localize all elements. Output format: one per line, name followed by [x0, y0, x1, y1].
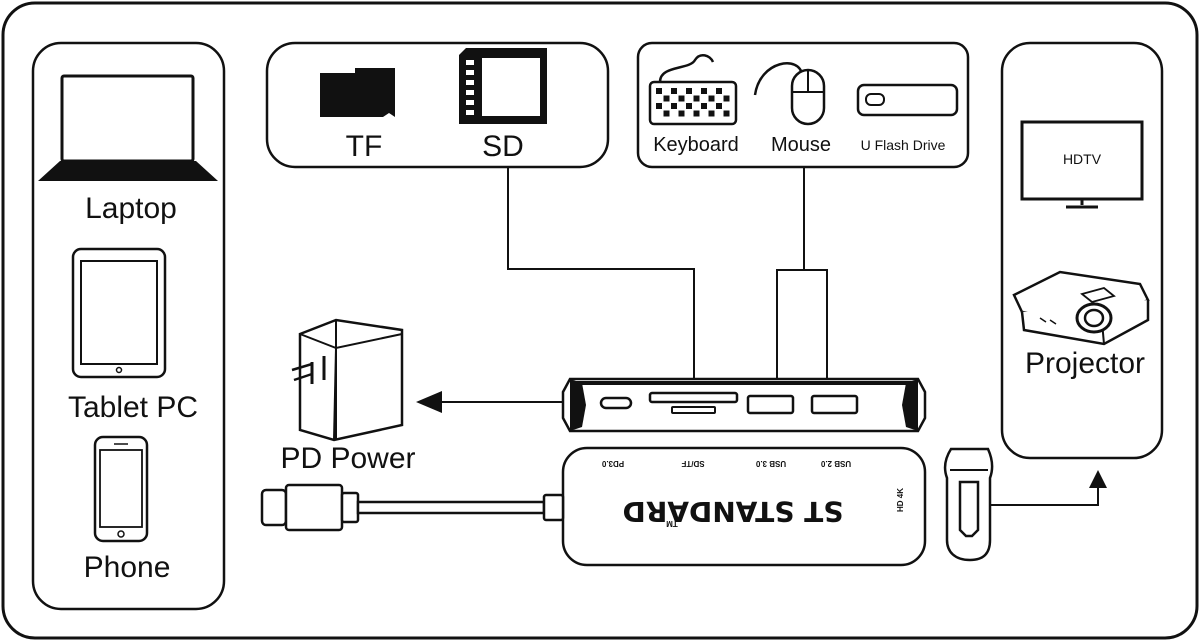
- phone-icon: [93, 435, 149, 543]
- keyboard-icon: [648, 54, 738, 126]
- brand-tm: TM: [666, 519, 678, 528]
- tf-card-icon: [320, 68, 395, 117]
- display-devices-panel: [1000, 41, 1164, 460]
- sd-slot: [648, 391, 739, 404]
- connection-lines: [507, 167, 1099, 506]
- projector-label: Projector: [1025, 347, 1145, 380]
- memory-card-panel: [265, 41, 610, 169]
- flash-drive-label: U Flash Drive: [861, 137, 946, 153]
- hdmi-label: HD 4K: [896, 488, 905, 512]
- mouse-icon: [753, 62, 826, 126]
- pd-power-label: PD Power: [280, 442, 415, 475]
- laptop-icon: [38, 74, 218, 181]
- hdmi-cable: [943, 447, 994, 562]
- port-label-usb3: USB 3.0: [755, 459, 786, 468]
- port-label-pd: PD3.0: [601, 459, 624, 468]
- usb3-port: [746, 394, 795, 415]
- flash-drive-icon: [856, 83, 959, 117]
- tablet-label: Tablet PC: [68, 391, 198, 424]
- brand-logo: ST STANDARD: [623, 495, 844, 528]
- port-label-sdtf: SD/TF: [681, 459, 704, 468]
- tablet-icon: [71, 247, 167, 379]
- sd-label: SD: [482, 130, 524, 163]
- mouse-label: Mouse: [771, 134, 831, 156]
- tf-slot: [671, 406, 716, 414]
- power-adapter-icon: [291, 318, 404, 442]
- usb2-port: [810, 394, 859, 415]
- laptop-label: Laptop: [85, 192, 177, 225]
- hdtv-icon: [1020, 120, 1144, 209]
- display-output-arrow: [1089, 470, 1107, 488]
- port-label-usb2: USB 2.0: [820, 459, 851, 468]
- pd-port: [599, 396, 633, 410]
- projector-icon: [1012, 270, 1150, 346]
- sd-card-icon: [459, 48, 547, 124]
- tf-label: TF: [346, 130, 383, 163]
- usb-c-cable: [260, 483, 565, 532]
- keyboard-label: Keyboard: [653, 134, 739, 156]
- phone-label: Phone: [84, 551, 171, 584]
- hdtv-label: HDTV: [1063, 151, 1102, 167]
- power-output-arrow: [416, 391, 442, 413]
